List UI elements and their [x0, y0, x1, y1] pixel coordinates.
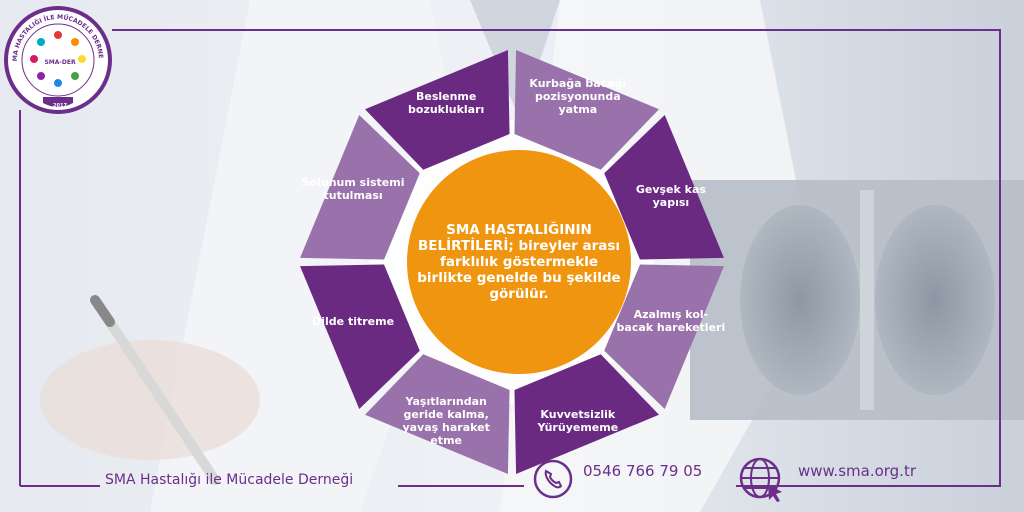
globe-cursor-icon: [739, 457, 782, 502]
ring-segment: [514, 50, 660, 170]
website-link[interactable]: www.sma.org.tr: [798, 462, 917, 480]
phone-icon: [533, 459, 573, 499]
center-circle: [407, 150, 631, 374]
segment-label: Dilde titreme: [312, 314, 395, 328]
ring-segment: [300, 264, 420, 410]
segment-label: Azalmış kol-bacak hareketleri: [616, 307, 726, 334]
ring-segment: [604, 264, 724, 410]
segments-group: [300, 50, 724, 474]
segment-label: Beslenme bozuklukları: [408, 90, 485, 117]
segment-label: Kuvvetsizlik Yürüyememe: [537, 407, 619, 434]
organization-name: SMA Hastalığı ile Mücadele Derneği: [105, 472, 354, 488]
segment-label: Kurbağa bacağı pozisyonunda yatma: [529, 77, 627, 117]
segment-label: Solunum sistemi tutulması: [301, 176, 405, 203]
logo-center-text: SMA-DER: [44, 59, 76, 66]
segment-label: Gevşek kas yapısı: [635, 183, 706, 210]
logo-emblem: SMA HASTALIĞI İLE MÜCADELE DERNEĞİ: [0, 0, 112, 114]
sma-der-logo: SMA HASTALIĞI İLE MÜCADELE DERNEĞİ SMA-D…: [0, 0, 113, 115]
ring-segment: [300, 114, 420, 260]
phone-number[interactable]: 0546 766 79 05: [583, 462, 703, 480]
logo-year: 2017: [53, 103, 67, 109]
center-message: SMA HASTALIĞININ BELİRTİLERİ; bireyler a…: [417, 222, 621, 302]
ring-segment: [514, 354, 660, 474]
segment-label: Yaşıtlarından geride kalma, yavaş harake…: [402, 394, 490, 447]
ring-segment: [364, 354, 510, 474]
ring-segment: [364, 50, 510, 170]
ring-segment: [604, 114, 724, 260]
